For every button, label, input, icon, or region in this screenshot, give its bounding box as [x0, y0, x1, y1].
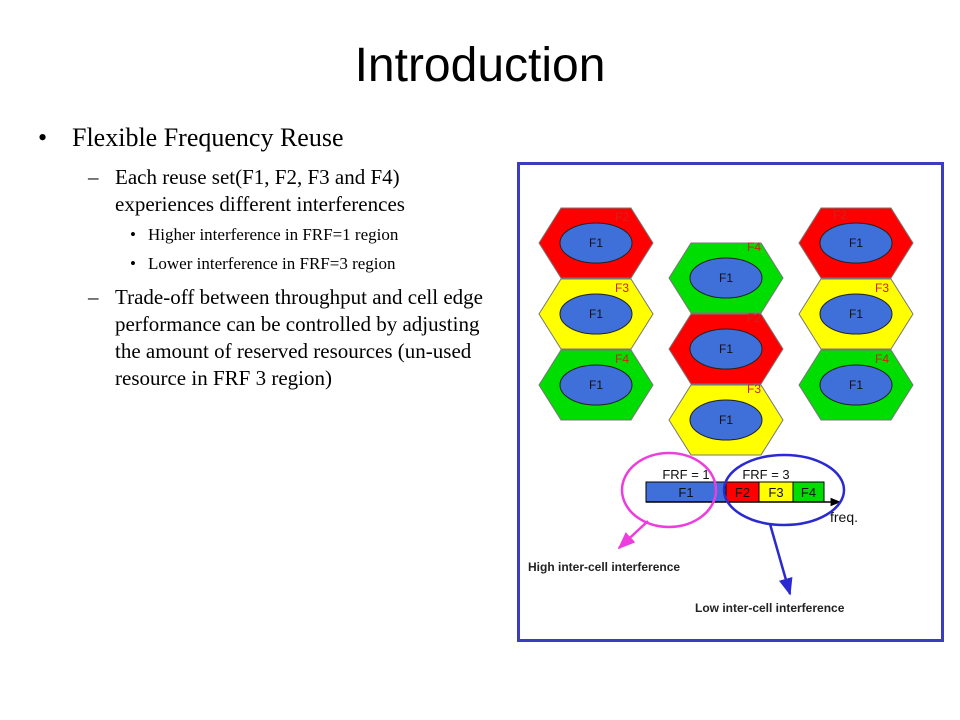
bullet-level2: – Trade-off between throughput and cell … [38, 284, 498, 392]
cell-top-left: F1 F2 [538, 207, 654, 279]
cell-center-label: F1 [849, 236, 863, 250]
cell-center-label: F1 [849, 307, 863, 321]
slide-title: Introduction [354, 39, 606, 92]
cell-center-region [819, 364, 893, 406]
cell-center-region [689, 328, 763, 370]
cell-center-region [689, 399, 763, 441]
cell-center-label: F1 [589, 307, 603, 321]
bullet-level3: • Lower interference in FRF=3 region [38, 251, 498, 276]
cell-middle-right: F1 F3 [798, 278, 914, 350]
bullet-text: Flexible Frequency Reuse [72, 123, 344, 152]
frf1-circle [620, 451, 718, 529]
cell-center-label: F1 [589, 378, 603, 392]
cell-center-label: F1 [719, 271, 733, 285]
bullet-mark: • [38, 123, 48, 152]
cell-center-label: F1 [719, 342, 733, 356]
cell-edge-label: F3 [747, 382, 761, 396]
cell-middle-left: F1 F3 [538, 278, 654, 350]
bullet-mark: • [130, 254, 136, 273]
bullet-level2: – Each reuse set(F1, F2, F3 and F4) expe… [38, 164, 498, 218]
cell-center-region [819, 222, 893, 264]
cell-edge-label: F4 [875, 352, 889, 366]
cell-edge-label: F2 [615, 210, 629, 224]
bullet-level1: • Flexible Frequency Reuse [38, 120, 498, 156]
frequency-axis-label: freq. [830, 509, 858, 525]
frf3-label: FRF = 3 [742, 467, 789, 482]
bullet-mark: – [88, 165, 99, 189]
bullet-mark: – [88, 285, 99, 309]
band-segment-label: F4 [801, 485, 816, 500]
bullet-mark: • [130, 225, 136, 244]
low-interference-arrow [768, 523, 793, 596]
high-interference-arrow [617, 520, 649, 550]
cell-center: F1 F2 [668, 311, 784, 385]
cell-center-region [689, 257, 763, 299]
band-segment-label: F1 [678, 485, 693, 500]
bullet-text: Trade-off between throughput and cell ed… [115, 285, 483, 390]
cell-edge-label: F4 [747, 240, 761, 254]
cell-lower-right: F1 F4 [798, 349, 914, 421]
cell-center-region [559, 364, 633, 406]
cell-edge-label: F2 [833, 208, 847, 222]
bullet-level3: • Higher interference in FRF=1 region [38, 222, 498, 247]
band-segment-label: F2 [735, 485, 750, 500]
band-segment-label: F3 [768, 485, 783, 500]
frf1-label: FRF = 1 [662, 467, 709, 482]
cell-center-label: F1 [589, 236, 603, 250]
cell-edge-label: F3 [615, 281, 629, 295]
cell-center-label: F1 [719, 413, 733, 427]
cell-upper-middle: F1 F4 [668, 240, 784, 314]
cell-center-label: F1 [849, 378, 863, 392]
frf3-circle [722, 453, 846, 527]
cell-bottom-middle: F1 F3 [668, 382, 784, 456]
cell-center-region [819, 293, 893, 335]
cell-edge-label: F4 [615, 352, 629, 366]
high-interference-label: High inter-cell interference [528, 560, 680, 574]
cell-edge-label: F2 [747, 311, 761, 325]
cell-lower-left: F1 F4 [538, 349, 654, 421]
bullet-text: Lower interference in FRF=3 region [148, 254, 396, 273]
frequency-band: F1 F2 F3 F4 freq. FRF = 1 FRF = 3 [645, 467, 858, 525]
bullet-text: Higher interference in FRF=1 region [148, 225, 399, 244]
low-interference-label: Low inter-cell interference [695, 601, 845, 615]
cell-center-region [559, 222, 633, 264]
cell-center-region [559, 293, 633, 335]
cell-edge-label: F3 [875, 281, 889, 295]
bullet-text: Each reuse set(F1, F2, F3 and F4) experi… [115, 165, 405, 216]
bullet-list: • Flexible Frequency Reuse – Each reuse … [38, 120, 498, 392]
